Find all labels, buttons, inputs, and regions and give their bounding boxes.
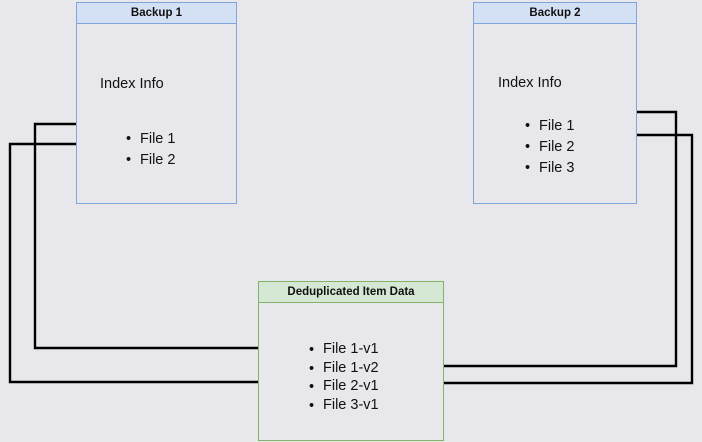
- node-backup2-caption: Index Info: [498, 75, 562, 91]
- node-backup2-file-list: File 1 File 2 File 3: [525, 116, 574, 179]
- node-dedup-file-list: File 1-v1 File 1-v2 File 2-v1 File 3-v1: [309, 340, 379, 415]
- list-item[interactable]: File 1-v2: [309, 359, 379, 378]
- list-item[interactable]: File 2-v1: [309, 377, 379, 396]
- list-item[interactable]: File 2: [525, 137, 574, 158]
- node-backup1-header: Backup 1: [77, 3, 236, 24]
- list-item[interactable]: File 3-v1: [309, 396, 379, 415]
- list-item[interactable]: File 3: [525, 158, 574, 179]
- node-backup2-body: Index Info File 1 File 2 File 3: [474, 24, 636, 203]
- list-item[interactable]: File 1: [525, 116, 574, 137]
- node-backup1[interactable]: Backup 1 Index Info File 1 File 2: [76, 2, 237, 204]
- node-backup1-body: Index Info File 1 File 2: [77, 24, 236, 203]
- node-dedup-header: Deduplicated Item Data: [259, 282, 443, 303]
- node-backup1-caption: Index Info: [100, 76, 164, 92]
- node-backup2[interactable]: Backup 2 Index Info File 1 File 2 File 3: [473, 2, 637, 204]
- list-item[interactable]: File 2: [126, 150, 175, 171]
- list-item[interactable]: File 1-v1: [309, 340, 379, 359]
- node-backup1-file-list: File 1 File 2: [126, 129, 175, 171]
- node-deduplicated-item-data[interactable]: Deduplicated Item Data File 1-v1 File 1-…: [258, 281, 444, 441]
- list-item[interactable]: File 1: [126, 129, 175, 150]
- node-dedup-body: File 1-v1 File 1-v2 File 2-v1 File 3-v1: [259, 303, 443, 440]
- node-backup2-header: Backup 2: [474, 3, 636, 24]
